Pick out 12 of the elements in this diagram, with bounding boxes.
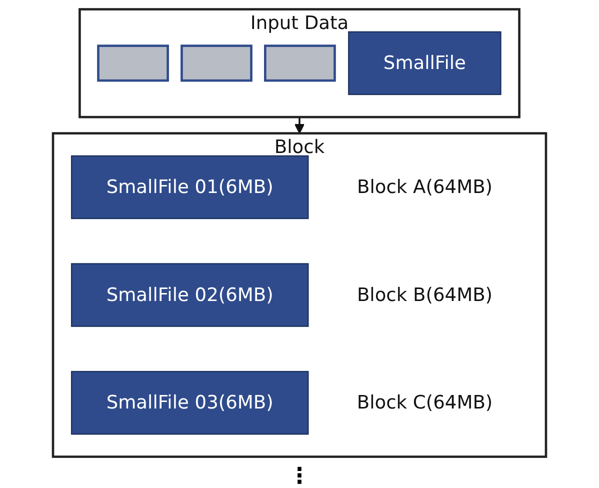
node-box — [264, 44, 336, 82]
node-box: SmallFile 01(6MB) — [70, 155, 309, 220]
node-label: Block C(64MB) — [356, 391, 493, 414]
node-box — [97, 44, 169, 82]
node-box: SmallFile 02(6MB) — [70, 263, 309, 327]
node-box: SmallFile 03(6MB) — [70, 370, 309, 435]
node-label: Block A(64MB) — [356, 176, 493, 198]
node-label: Block B(64MB) — [356, 283, 493, 306]
ellipsis-mark: ⋮ — [288, 466, 310, 488]
node-box — [180, 44, 252, 82]
arrow — [294, 117, 305, 134]
node-box: SmallFile — [348, 31, 502, 96]
